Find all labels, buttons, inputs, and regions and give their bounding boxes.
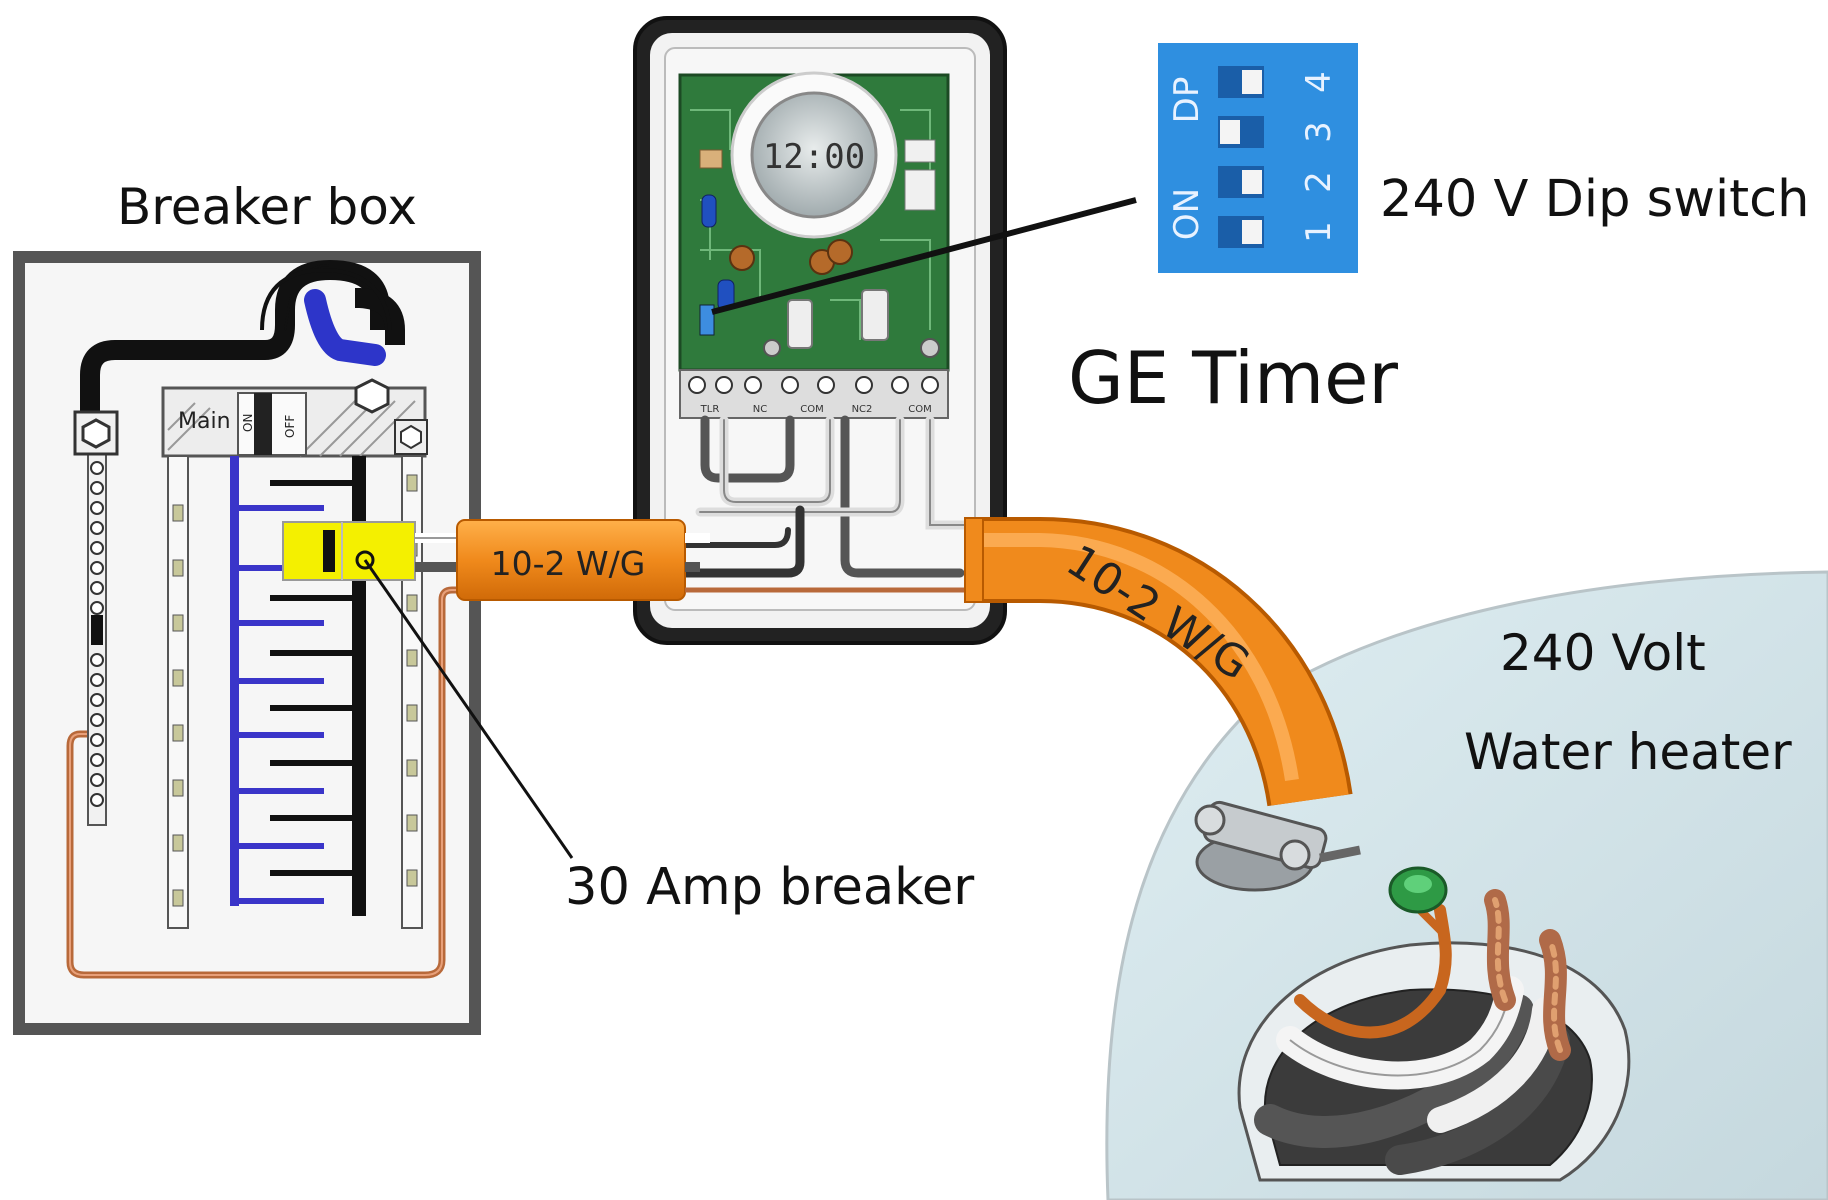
water-heater-label: Water heater <box>1464 723 1792 781</box>
thirty-amp-breaker <box>282 521 416 581</box>
terminal-label-nc2: NC2 <box>852 404 873 415</box>
main-breaker-label: Main <box>178 409 231 434</box>
dip-switch-inset: DP ON 4 3 2 1 <box>1158 43 1358 273</box>
dip-number-3: 3 <box>1299 121 1339 143</box>
ge-timer: 12:00 TLR <box>633 16 1007 645</box>
wire-nut-right <box>1539 929 1571 1061</box>
breaker-box <box>13 251 481 1035</box>
timer-terminal-block: TLR NC COM NC2 COM <box>679 369 949 419</box>
voltage-label: 240 Volt <box>1500 624 1706 682</box>
cable-left: 10-2 W/G <box>456 519 686 601</box>
timer-clock-display: 12:00 <box>763 137 865 177</box>
dip-on-label: ON <box>1167 188 1207 240</box>
breaker-box-label: Breaker box <box>117 178 417 236</box>
cable-left-label: 10-2 W/G <box>491 544 646 583</box>
breaker-rail-markers <box>172 474 418 907</box>
timer-wiring <box>675 415 975 578</box>
main-breaker <box>161 378 428 458</box>
amp-breaker-label: 30 Amp breaker <box>565 858 975 917</box>
dip-dp-label: DP <box>1167 77 1207 124</box>
breaker-leader-line <box>363 559 574 859</box>
dip-switch-label: 240 V Dip switch <box>1380 170 1810 229</box>
timer-circuit-board: 12:00 <box>678 71 950 372</box>
ground-screw <box>1388 866 1448 938</box>
dip-number-4: 4 <box>1299 71 1339 93</box>
bus-fingers <box>239 480 352 904</box>
dip-number-1: 1 <box>1299 221 1339 243</box>
main-off-label: OFF <box>283 415 297 438</box>
cable-right: 10-2 W/G <box>964 517 1353 808</box>
ge-timer-label: GE Timer <box>1068 336 1398 420</box>
dip-leader-line <box>711 197 1137 315</box>
terminal-label-nc: NC <box>753 404 767 415</box>
wire-nut-left <box>1484 889 1516 1011</box>
breaker-to-cable-wires <box>415 533 460 572</box>
terminal-label-com: COM <box>800 404 823 415</box>
cable-clamp <box>1194 800 1361 892</box>
terminal-label-tlr: TLR <box>700 404 720 415</box>
heater-wires <box>1254 904 1570 1175</box>
terminal-label-com2: COM <box>908 404 931 415</box>
main-on-label: ON <box>241 414 255 432</box>
dip-number-2: 2 <box>1299 171 1339 193</box>
neutral-bar-screws <box>90 461 104 807</box>
dip-switch-slots <box>1218 66 1264 248</box>
